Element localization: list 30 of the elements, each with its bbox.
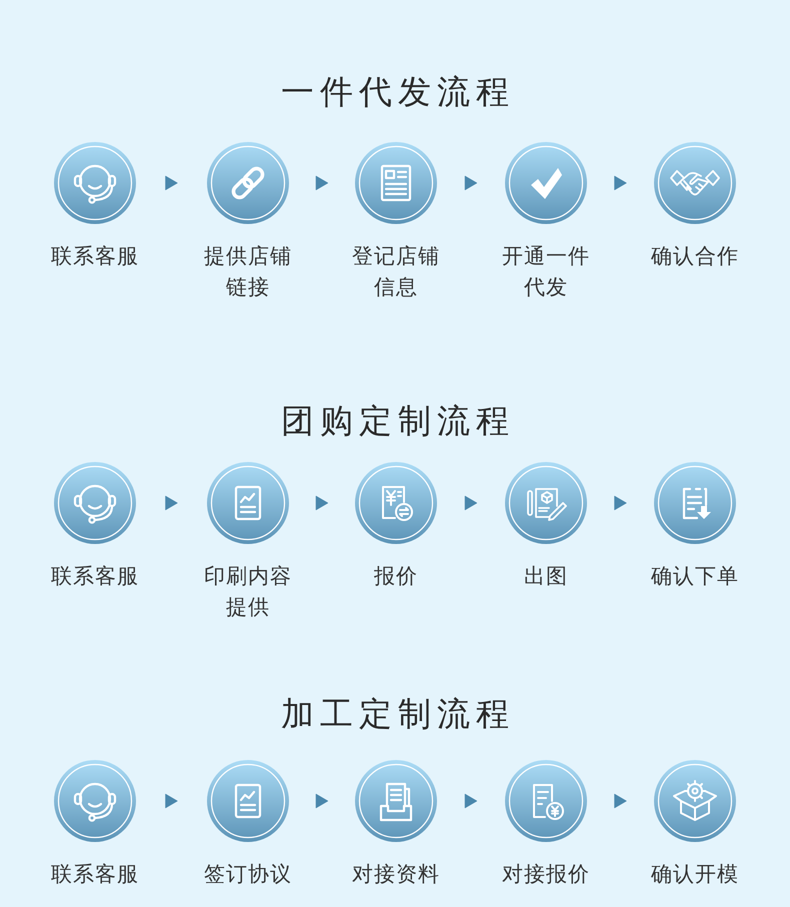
step-label: 确认开模 [651,861,739,888]
step-label: 对接资料 [352,861,440,888]
arrow [614,176,627,190]
step-label: 联系客服 [51,563,139,590]
step-label: 确认合作 [651,243,739,270]
step-label: 开通一件代发 [501,243,591,301]
section-title: 一件代发流程 [280,72,515,112]
arrow [614,496,627,510]
arrow [165,794,178,808]
arrow [464,176,478,190]
step-label: 提供店铺链接 [203,243,293,301]
arrow [316,176,328,190]
step-label: 登记店铺信息 [351,243,441,301]
arrow [165,176,178,190]
step-label: 签订协议 [204,861,292,888]
step-label: 联系客服 [51,861,139,888]
step-label: 报价 [374,563,418,590]
step-label: 对接报价 [502,861,590,888]
arrow [614,794,627,808]
arrow [464,496,478,510]
step-label: 印刷内容提供 [203,563,293,621]
arrow [316,794,328,808]
step-label: 确认下单 [651,563,739,590]
step-label: 出图 [524,563,568,590]
section-title: 团购定制流程 [280,401,515,441]
section-title: 加工定制流程 [280,694,515,734]
step-label: 联系客服 [51,243,139,270]
arrow [464,794,478,808]
arrow [316,496,328,510]
arrow [165,496,178,510]
